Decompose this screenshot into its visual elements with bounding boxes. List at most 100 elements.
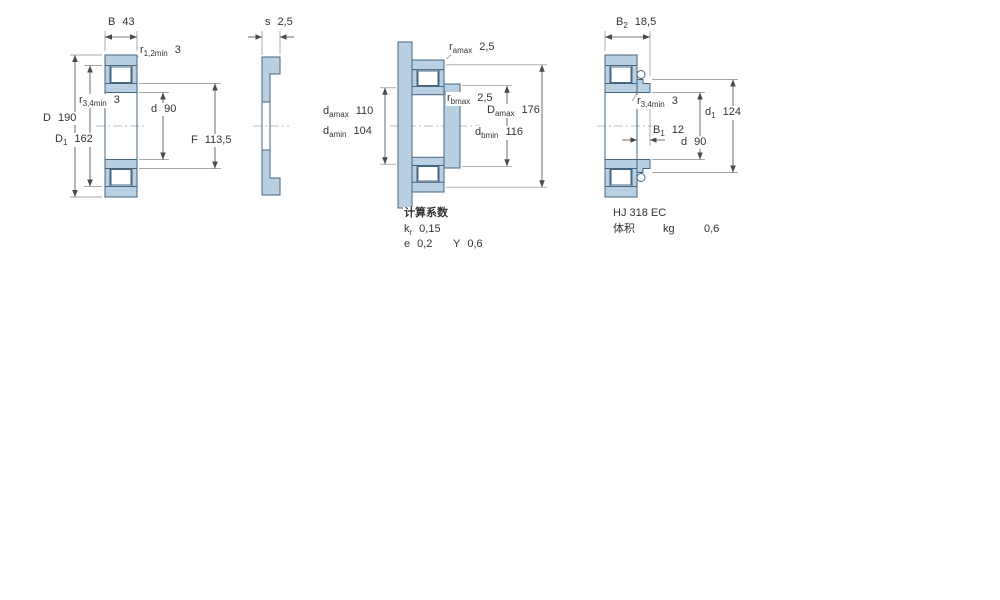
dim-value: 110 xyxy=(355,105,374,117)
fig2-dim-s: s 2,5 xyxy=(264,16,294,29)
fig4-rollers xyxy=(610,66,646,186)
fig1-dim-D: D 190 xyxy=(42,112,78,125)
dim-base: r xyxy=(140,44,144,56)
dim-base: d xyxy=(681,136,688,148)
fig1-dim-r34min: r3,4min 3 xyxy=(78,94,121,109)
factor-value: 0,6 xyxy=(467,238,483,250)
fig3-extension-lines xyxy=(380,51,547,188)
dim-sub: 3,4min xyxy=(82,99,107,109)
dim-base: r xyxy=(637,95,641,107)
dim-value: 3 xyxy=(671,95,678,107)
fig2-extension-lines xyxy=(261,31,281,55)
dim-base: F xyxy=(191,134,198,146)
fig1-rollers xyxy=(110,66,132,186)
fig1-dim-F: F 113,5 xyxy=(190,134,233,147)
dim-value: 90 xyxy=(164,103,177,115)
fig3-arrowheads xyxy=(382,64,545,188)
fig4-dim-d: d 90 xyxy=(680,136,708,149)
dim-base: D xyxy=(55,133,63,145)
dim-value: 124 xyxy=(722,106,741,118)
factor-base: Y xyxy=(453,238,461,250)
fig4-mass-value: 0,6 xyxy=(703,223,721,236)
fig3-dim-damax: damax 110 xyxy=(322,105,375,120)
dim-base: r xyxy=(79,94,83,106)
dim-base: D xyxy=(487,104,495,116)
fig3-factor-e: e 0,2 xyxy=(403,238,434,251)
fig3-rings xyxy=(411,59,445,193)
fig4-mass-unit: kg xyxy=(662,223,676,236)
figure2-ring-section xyxy=(248,31,294,196)
dim-sub: bmax xyxy=(450,97,471,107)
dim-base: r xyxy=(447,92,451,104)
dim-base: d xyxy=(705,106,712,118)
fig3-factor-Y: Y 0,6 xyxy=(452,238,484,251)
dim-value: 12 xyxy=(671,124,685,136)
factor-value: 0,15 xyxy=(419,223,441,235)
dim-value: 2,5 xyxy=(479,41,495,53)
dim-sub: amax xyxy=(494,109,515,119)
dim-sub: amin xyxy=(329,130,347,140)
dim-value: 3 xyxy=(113,94,120,106)
dim-base: B xyxy=(616,16,624,28)
dim-base: D xyxy=(43,112,51,124)
dim-value: 3 xyxy=(174,44,181,56)
dim-value: 176 xyxy=(521,104,540,116)
figure1-bearing-section xyxy=(70,31,221,198)
dim-base: r xyxy=(449,41,453,53)
fig1-rings xyxy=(104,54,138,198)
dim-value: 116 xyxy=(505,126,524,138)
dim-value: 190 xyxy=(57,112,77,124)
dim-value: 104 xyxy=(353,125,372,137)
fig2-arrowheads xyxy=(255,34,287,40)
fig3-dim-dbmin: dbmin 116 xyxy=(474,126,525,141)
dim-value: 18,5 xyxy=(634,16,657,28)
dim-base: d xyxy=(475,126,482,138)
dim-base: B xyxy=(108,16,116,28)
dim-sub: amax xyxy=(452,46,473,56)
fig3-shaft-shoulder xyxy=(397,41,413,209)
dim-value: 113,5 xyxy=(204,134,232,146)
fig3-rollers xyxy=(417,70,439,182)
dim-sub: 3,4min xyxy=(640,100,665,110)
dim-base: s xyxy=(265,16,271,28)
fig3-bore-edges xyxy=(411,94,445,158)
fig4-extension-lines xyxy=(604,31,738,173)
factor-base: k xyxy=(404,223,410,235)
fig3-dim-damin: damin 104 xyxy=(322,125,373,140)
figure3-abutment-section xyxy=(380,41,547,209)
fig1-dim-d: d 90 xyxy=(150,103,178,116)
dim-value: 2,5 xyxy=(277,16,293,28)
fig4-dim-B2: B2 18,5 xyxy=(615,16,658,31)
dim-value: 2,5 xyxy=(477,92,493,104)
dim-base: d xyxy=(323,105,330,117)
fig2-bore-edges xyxy=(261,102,271,150)
fig1-dimension-lines xyxy=(74,36,216,197)
figure4-bearing-with-angle-ring xyxy=(597,31,738,198)
fig4-dim-r34min: r3,4min 3 xyxy=(636,95,679,110)
dim-base: B xyxy=(653,124,661,136)
fig3-dim-Damax: Damax 176 xyxy=(486,104,541,119)
dim-sub: 2 xyxy=(623,21,628,31)
fig4-dim-B1: B1 12 xyxy=(652,124,686,139)
fig4-designation: HJ 318 EC xyxy=(612,207,668,220)
fig1-arrowheads xyxy=(72,34,218,197)
fig4-mass-label: 体积 xyxy=(612,223,636,236)
dim-base: d xyxy=(323,125,330,137)
dim-sub: 1 xyxy=(660,129,665,139)
dim-sub: bmin xyxy=(481,131,499,141)
dim-base: d xyxy=(151,103,158,115)
fig3-dim-rbmax: rbmax 2,5 xyxy=(446,92,494,107)
fig4-arrowheads xyxy=(605,34,736,173)
dim-value: 90 xyxy=(694,136,707,148)
factor-value: 0,2 xyxy=(417,238,433,250)
dim-sub: 1,2min xyxy=(143,49,168,59)
dim-value: 162 xyxy=(74,133,93,145)
factor-base: e xyxy=(404,238,411,250)
dim-sub: amax xyxy=(329,110,349,120)
